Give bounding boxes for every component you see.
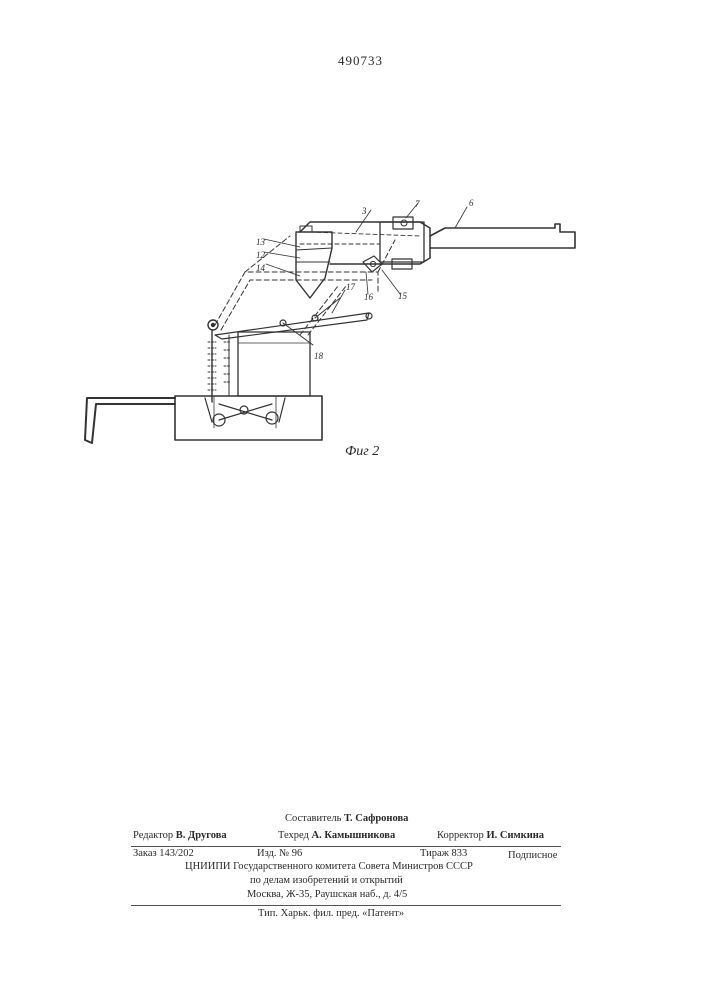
techred-line: Техред А. Камышникова: [278, 830, 395, 841]
label-18: 18: [314, 351, 324, 361]
editor-role: Редактор: [133, 830, 173, 841]
upper-arm: [300, 217, 575, 272]
base-platform: [85, 396, 322, 443]
corrector-name: И. Симкина: [486, 830, 544, 841]
compiler-role: Составитель: [285, 813, 341, 824]
organization-address: Москва, Ж-35, Раушская наб., д. 4/5: [247, 889, 407, 900]
label-15: 15: [398, 291, 408, 301]
editor-name: В. Другова: [176, 830, 227, 841]
techred-name: А. Камышникова: [312, 830, 396, 841]
subscription-note: Подписное: [508, 850, 557, 861]
editor-line: Редактор В. Другова: [133, 830, 227, 841]
figure-caption: Фиг 2: [345, 444, 379, 459]
compiler-line: Составитель Т. Сафронова: [285, 813, 408, 824]
circulation: Тираж 833: [420, 848, 467, 859]
imprint-rule-bottom: [131, 905, 561, 906]
box-18: [238, 332, 310, 396]
printer-line: Тип. Харьк. фил. пред. «Патент»: [258, 908, 404, 919]
wheel-mechanism: [205, 397, 285, 428]
organization-line-2: по делам изобретений и открытий: [250, 875, 403, 886]
label-16: 16: [364, 292, 374, 302]
imprint-rule-top: [131, 846, 561, 847]
spring-column: [208, 320, 231, 402]
label-7: 7: [415, 199, 420, 209]
corrector-role: Корректор: [437, 830, 484, 841]
label-14: 14: [256, 263, 266, 273]
techred-role: Техред: [278, 830, 309, 841]
corrector-line: Корректор И. Симкина: [437, 830, 544, 841]
organization-line-1: ЦНИИПИ Государственного комитета Совета …: [185, 861, 473, 872]
order-number: Заказ 143/202: [133, 848, 194, 859]
edition-number: Изд. № 96: [257, 848, 302, 859]
compiler-name: Т. Сафронова: [344, 813, 408, 824]
dashed-frame: [215, 236, 395, 335]
label-3: 3: [361, 206, 367, 216]
label-6: 6: [469, 198, 474, 208]
vertical-block: [296, 226, 332, 298]
technical-drawing: 3 6 7 13 12 14 16 15 17 18 Фиг 2: [0, 0, 707, 470]
label-13: 13: [256, 237, 266, 247]
label-12: 12: [256, 250, 266, 260]
label-17: 17: [346, 282, 356, 292]
